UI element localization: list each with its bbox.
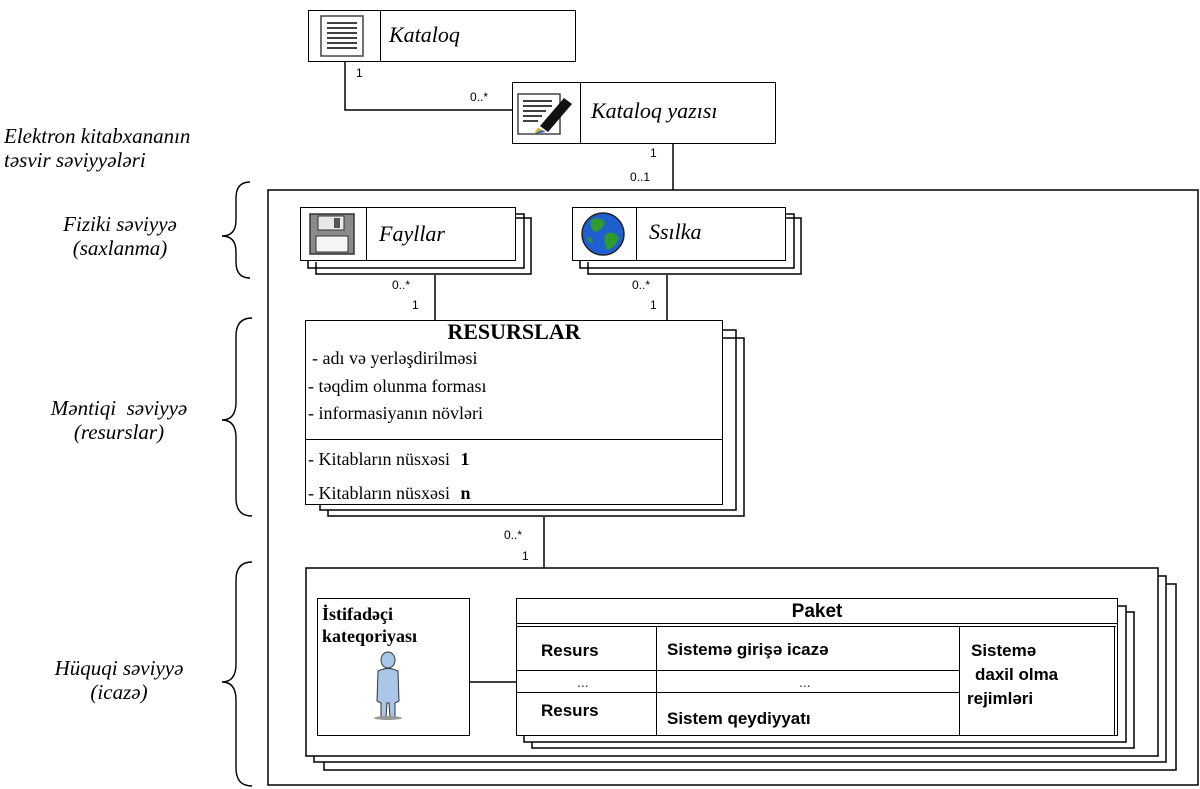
files-box: Fayllar	[300, 207, 516, 261]
level-physical: Fiziki səviyyə (saxlanma)	[20, 212, 220, 260]
row-divider-1	[517, 670, 959, 671]
table-right-border	[1114, 627, 1115, 736]
catalog-entry-label: Kataloq yazısı	[591, 98, 718, 123]
person-icon	[374, 651, 402, 720]
level-logical-name: Məntiqi səviyyə	[50, 396, 188, 420]
modes-line-1: Sistemə	[971, 641, 1037, 660]
resources-copy-n-label: - Kitabların nüsxəsi	[308, 483, 450, 503]
document-icon	[308, 10, 381, 62]
modes-cell: Sistemə daxil olma rejimləri	[967, 639, 1058, 711]
levels-title: Elektron kitabxananın təsvir səviyyələri	[0, 124, 254, 172]
resources-attr-2: - təqdim olunma forması	[308, 376, 487, 396]
resources-box: RESURSLAR - adı və yerləşdirilməsi - təq…	[305, 319, 723, 505]
package-title: Paket	[791, 601, 843, 622]
resources-attr-1: - adı və yerləşdirilməsi	[312, 348, 478, 368]
mult-container-opt: 0..1	[630, 170, 651, 184]
package-box: Paket Resurs Sistemə girişə icazə ... ..…	[516, 598, 1118, 736]
level-physical-sub: (saxlanma)	[72, 236, 168, 260]
link-label: Ssılka	[649, 219, 702, 244]
catalog-label: Kataloq	[389, 22, 460, 47]
col-divider-1	[656, 627, 657, 736]
level-legal-sub: (icazə)	[90, 680, 148, 704]
registration-cell: Sistem qeydiyyatı	[667, 709, 811, 728]
link-box: Ssılka	[572, 207, 786, 261]
resources-copy-n: - Kitabların nüsxəsi n	[308, 483, 471, 503]
mult-link-many: 0..*	[632, 278, 651, 292]
mult-res-many: 0..*	[504, 528, 523, 542]
resources-divider	[306, 439, 722, 440]
dots-cell-1: ...	[577, 674, 589, 690]
access-cell: Sistemə girişə icazə	[667, 640, 829, 659]
col-divider-2	[959, 627, 960, 736]
mult-res-one: 1	[522, 549, 529, 563]
mult-files-many: 0..*	[392, 278, 411, 292]
user-category-line-1: İstifadəçi	[322, 604, 393, 624]
package-title-divider	[517, 623, 1117, 624]
modes-line-2: daxil olma	[975, 665, 1059, 684]
edit-document-icon	[512, 82, 581, 144]
resources-copy-1-label: - Kitabların nüsxəsi	[308, 449, 450, 469]
globe-icon	[572, 207, 637, 261]
level-logical: Məntiqi səviyyə (resurslar)	[14, 396, 224, 444]
resources-copy-1: - Kitabların nüsxəsi 1	[308, 449, 469, 469]
mult-files-one: 1	[412, 298, 419, 312]
files-label: Fayllar	[379, 221, 445, 246]
resources-copy-1-num: 1	[460, 449, 470, 469]
user-category-title: İstifadəçi kateqoriyası	[322, 603, 417, 647]
user-category-line-2: kateqoriyası	[322, 626, 418, 646]
package-table: Resurs Sistemə girişə icazə ... ... Resu…	[517, 626, 1116, 736]
level-legal-name: Hüquqi səviyyə	[54, 656, 184, 680]
level-legal: Hüquqi səviyyə (icazə)	[14, 656, 224, 704]
row-divider-2	[517, 692, 959, 693]
mult-link-one: 1	[650, 298, 657, 312]
resource-cell-1: Resurs	[541, 641, 599, 660]
modes-line-3: rejimləri	[967, 689, 1034, 708]
user-category-box: İstifadəçi kateqoriyası	[317, 598, 470, 736]
resources-attr-3: - informasiyanın növləri	[308, 403, 483, 423]
resources-copy-n-num: n	[460, 483, 471, 503]
catalog-box: Kataloq	[308, 10, 576, 62]
mult-entry-one: 1	[650, 146, 657, 160]
catalog-entry-box: Kataloq yazısı	[512, 82, 776, 144]
dots-cell-2: ...	[799, 674, 811, 690]
resource-cell-2: Resurs	[541, 701, 599, 720]
level-logical-sub: (resurslar)	[73, 420, 165, 444]
floppy-disk-icon	[300, 207, 367, 261]
level-physical-name: Fiziki səviyyə	[63, 212, 177, 236]
mult-entry-many: 0..*	[470, 90, 489, 104]
levels-title-text: Elektron kitabxananın təsvir səviyyələri	[4, 124, 191, 172]
mult-catalog-one: 1	[356, 66, 363, 80]
resources-title: RESURSLAR	[447, 319, 581, 344]
